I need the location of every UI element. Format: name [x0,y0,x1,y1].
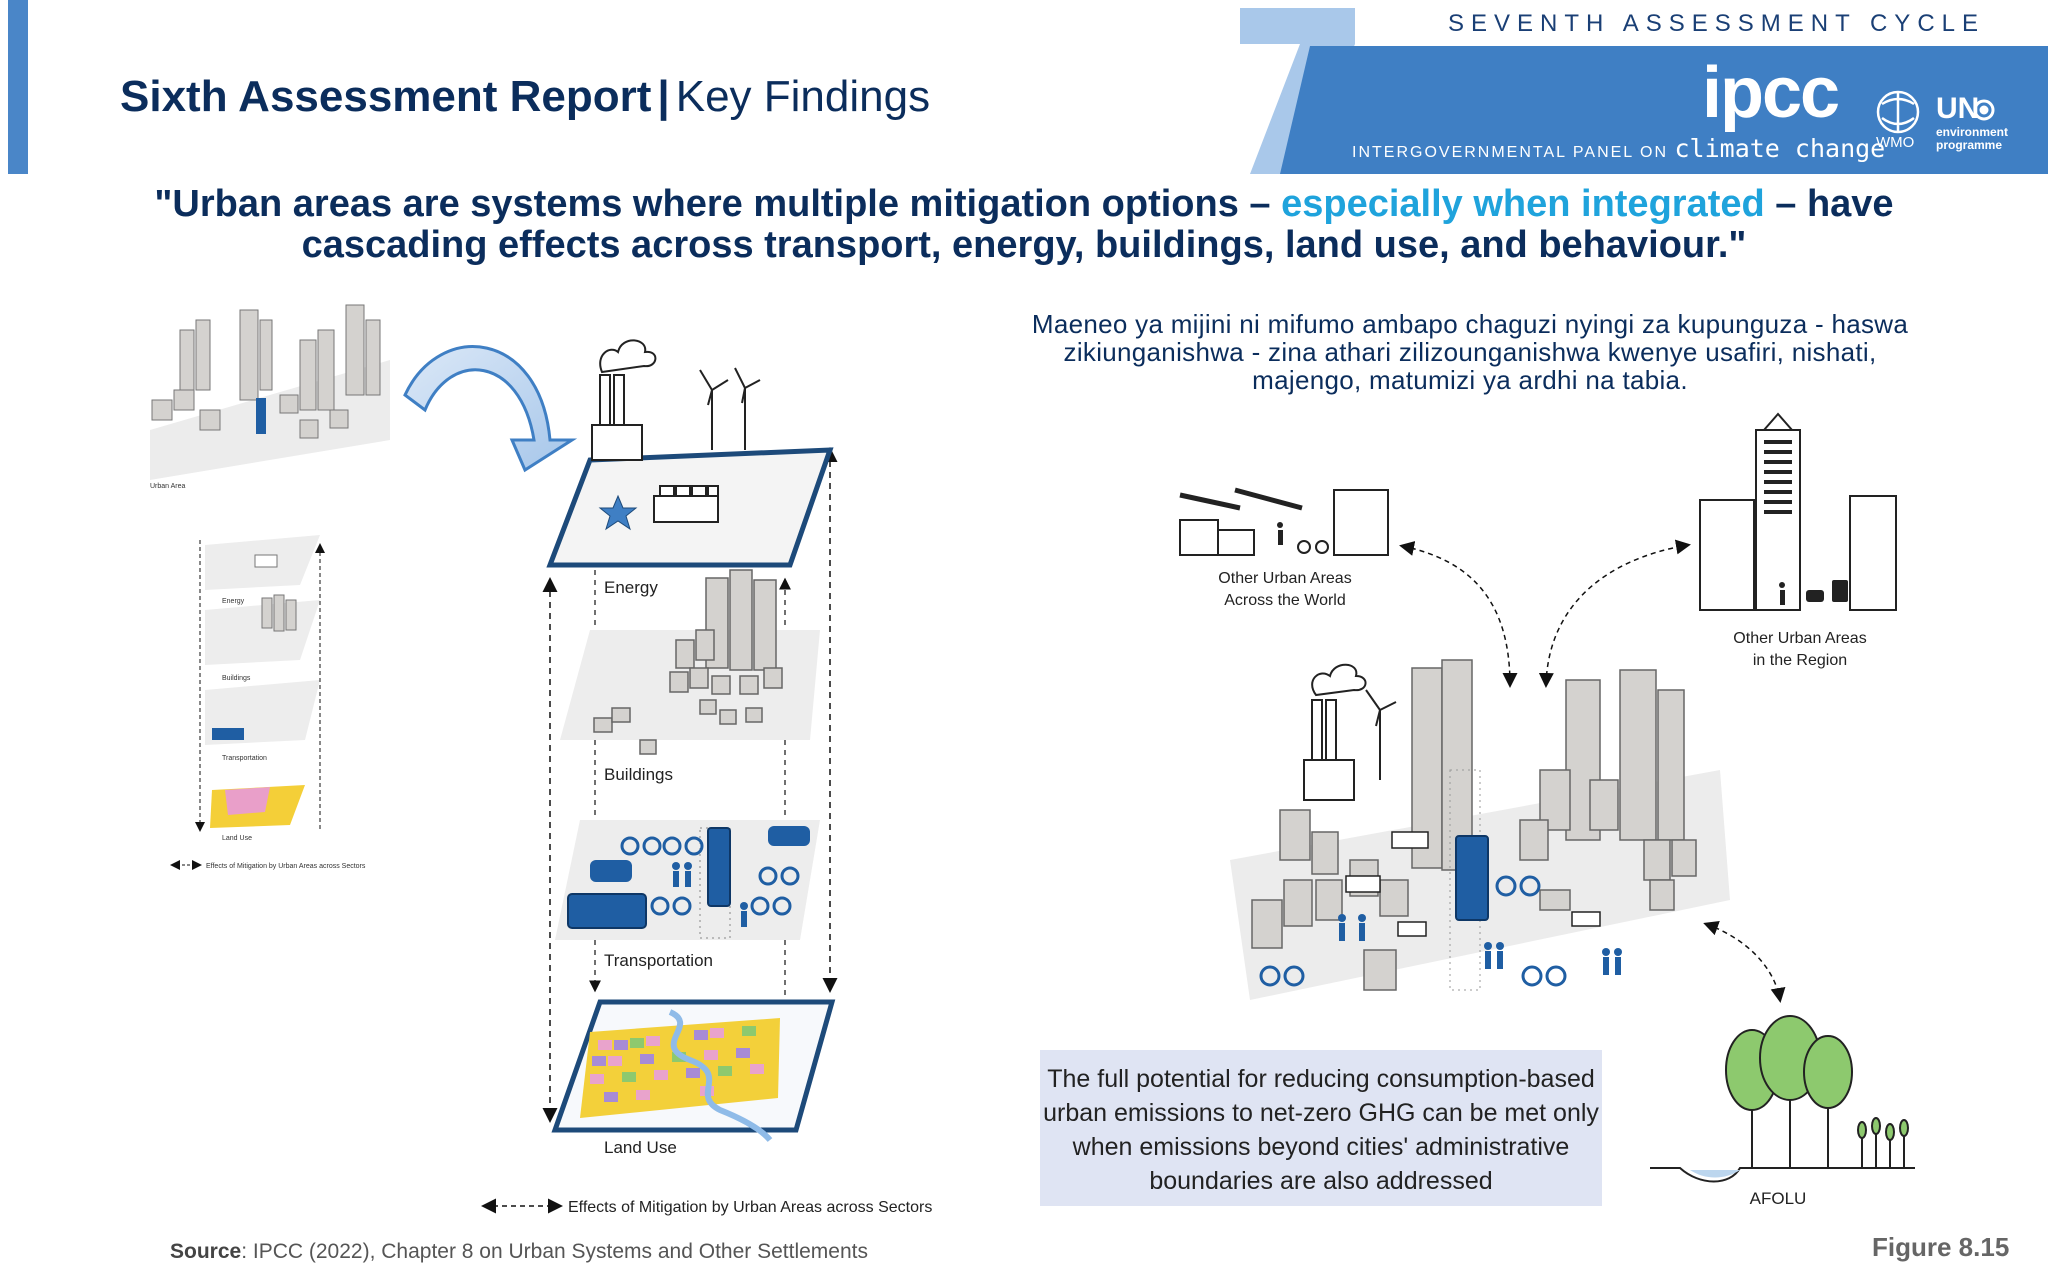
unep-label-line2: programme [1936,138,2003,152]
banner-band [1280,46,2048,174]
thumb-bus-icon [212,728,244,740]
transportation-layer: Transportation [555,820,820,970]
thumb-legend-label: Effects of Mitigation by Urban Areas acr… [206,863,366,870]
quote-part2: – have cascading effects across transpor… [301,183,1894,266]
afolu-label: AFOLU [1750,1189,1807,1208]
bicycle-icon-4 [758,866,800,886]
cycle-label: SEVENTH ASSESSMENT CYCLE [1448,10,1985,37]
buildings-label: Buildings [604,765,673,784]
thumb-urban-area-label: Urban Area [150,483,186,490]
thumb-land-use-label: Land Use [222,835,252,842]
car-icon-2 [768,826,810,846]
wmo-emblem-icon [1876,90,1920,134]
bicycle-icon-2 [662,836,704,856]
title-report: Sixth Assessment Report [120,72,652,121]
left-accent-bar [8,0,28,174]
zoom-arrow-icon [403,345,578,473]
thumb-energy-label: Energy [222,598,245,605]
land-use-layer: Land Use [551,999,836,1157]
source-label: Source [170,1240,242,1263]
world-label-2: Across the World [1224,592,1346,609]
bus-icon [567,893,647,929]
thumb-transportation-label: Transportation [222,755,267,762]
crops-icon [1857,1117,1909,1168]
pedestrians-icon [672,862,748,927]
river-shape [668,1009,773,1143]
un-label: UN [1936,92,1980,125]
city-wind-turbine-icon [1365,689,1397,780]
central-city [1230,659,1730,1000]
energy-layer: Energy [546,339,834,597]
world-label-1: Other Urban Areas [1218,570,1351,587]
thumb-train-icon [256,398,266,434]
wmo-label: WMO [1876,134,1915,151]
thumb-buildings-label: Buildings [222,675,251,682]
quote-highlight: especially when integrated [1281,183,1765,225]
source-text: : IPCC (2022), Chapter 8 on Urban System… [241,1240,868,1263]
swahili-translation: Maeneo ya mijini ni mifumo ambapo chaguz… [1031,309,1909,395]
other-urban-areas-region: Other Urban Areas in the Region [1699,412,1897,669]
train-icon [707,827,731,907]
title-section: Key Findings [675,72,931,121]
ipcc-subtitle-cc: climate change [1674,134,1886,163]
thumbnail-layers: Energy Buildings Transportation Land Use… [170,535,366,870]
wind-turbine-icon [699,367,761,450]
city-bicycle-icon-3 [1521,965,1567,987]
city-bicycle-icon-2 [1495,875,1541,897]
land-use-label: Land Use [604,1138,677,1157]
ipcc-subtitle: INTERGOVERNMENTAL PANEL ON climate chang… [1352,134,1885,163]
legend-label: Effects of Mitigation by Urban Areas acr… [568,1199,932,1216]
figure-number: Figure 8.15 [1872,1232,2010,1262]
factory-icon [591,339,657,461]
car-icon [590,860,632,882]
key-finding-quote: "Urban areas are systems where multiple … [100,184,1948,266]
unep-emblem-icon [1973,99,1995,121]
tree-icon-3 [1803,1035,1853,1168]
buildings-layer: Buildings [560,569,820,784]
ipcc-subtitle-caps: INTERGOVERNMENTAL PANEL ON [1352,144,1669,161]
region-label-1: Other Urban Areas [1733,630,1866,647]
quote-part1: "Urban areas are systems where multiple … [154,183,1282,225]
source-citation: Source: IPCC (2022), Chapter 8 on Urban … [170,1240,868,1264]
ipcc-banner [1240,8,2048,174]
city-train-icon [1455,835,1489,921]
city-factory-icon [1303,663,1367,801]
page-title: Sixth Assessment Report|Key Findings [120,72,930,122]
bicycle-icon [620,836,662,856]
unep-label-line1: environment [1936,125,2009,139]
other-urban-areas-world: Other Urban Areas Across the World [1179,487,1389,609]
ipcc-logo: ipcc [1702,53,1840,133]
energy-label: Energy [604,578,658,597]
city-bicycle-icon [1259,965,1305,987]
solar-panel-icon [653,485,719,523]
region-label-2: in the Region [1753,652,1847,669]
bicycle-icon-5 [750,896,792,916]
afolu-illustration: AFOLU [1650,1015,1915,1208]
title-separator: | [657,72,670,121]
potential-callout-box [1040,1050,1602,1206]
bicycle-icon-3 [650,896,692,916]
city-pedestrians-icon [1338,914,1622,975]
potential-callout-text: The full potential for reducing consumpt… [1043,1065,1599,1195]
transportation-label: Transportation [604,951,713,970]
thumbnail-city: Urban Area [150,304,390,490]
star-icon [598,494,638,531]
